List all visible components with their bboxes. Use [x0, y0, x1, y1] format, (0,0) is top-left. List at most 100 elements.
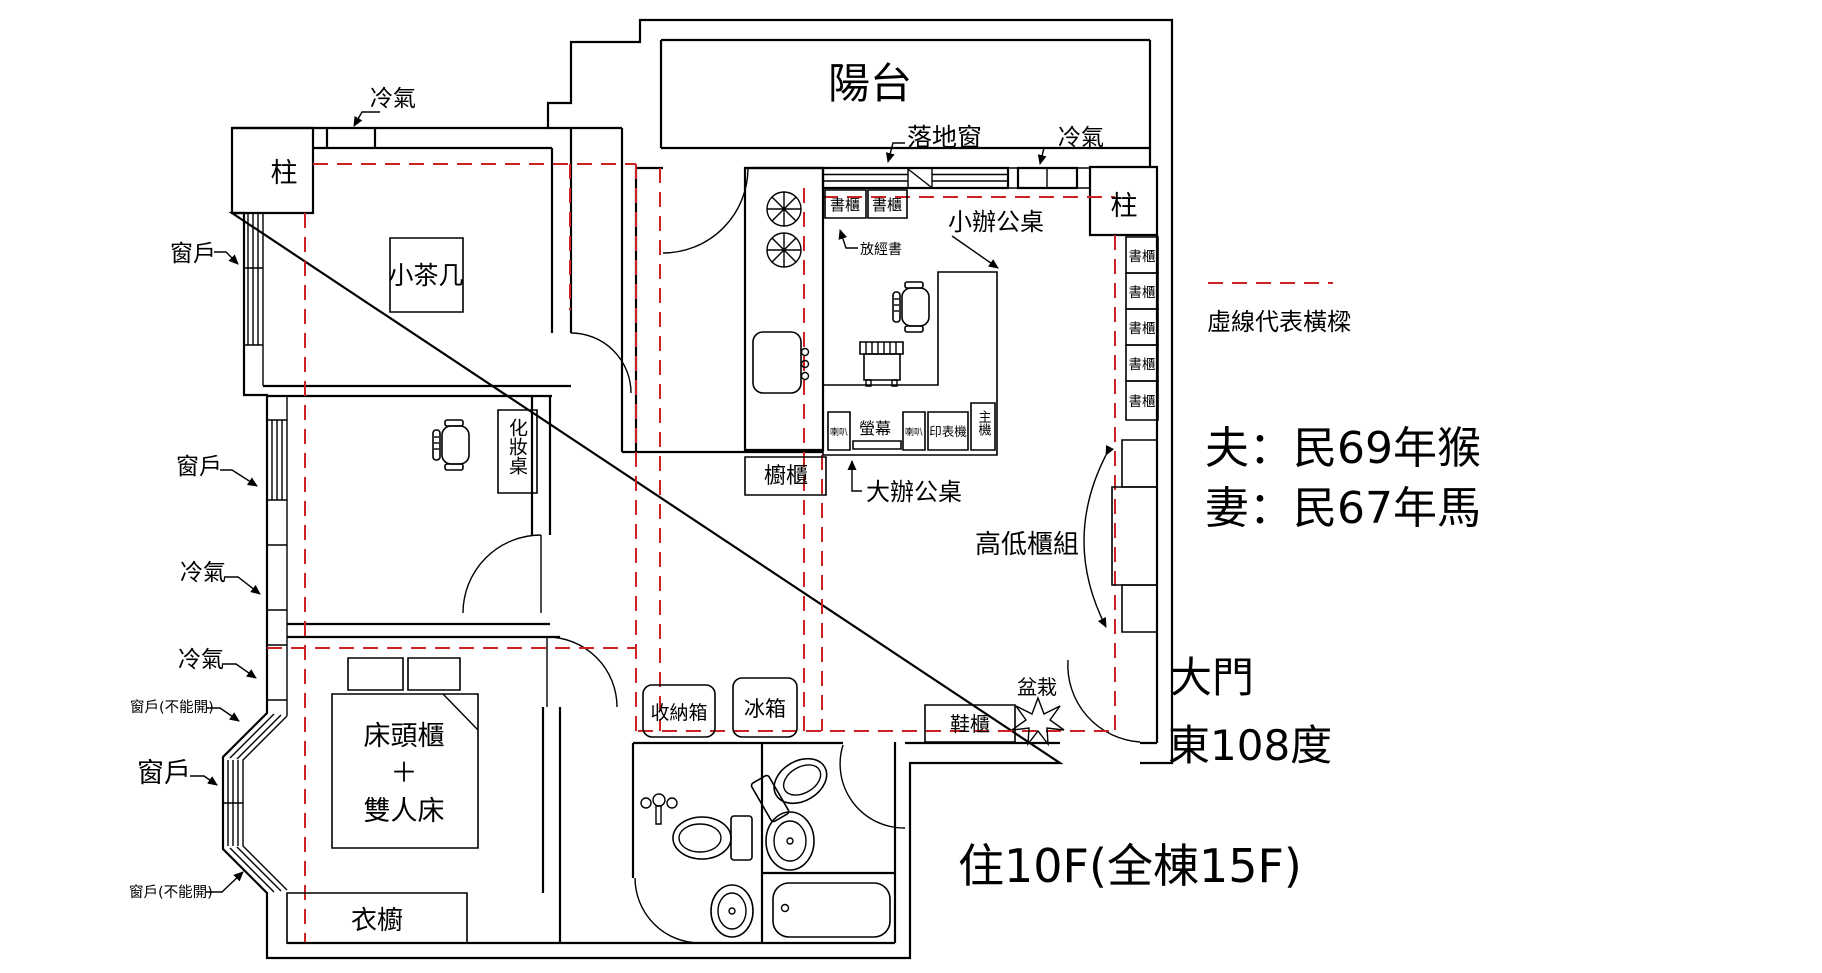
- bookcase-top-1: [825, 190, 866, 218]
- door-living-room: [571, 333, 631, 393]
- hilo-cabinets: [1084, 440, 1157, 632]
- label-bookcase-right-1: 書櫃: [1129, 249, 1157, 265]
- bay-window: [223, 714, 287, 892]
- speaker-box-1: [828, 412, 850, 450]
- label-ac-balcony: 冷氣: [1058, 125, 1104, 151]
- kitchen-sink: [753, 332, 801, 393]
- label-bookcase-right-4: 書櫃: [1129, 357, 1157, 373]
- kitchen: [745, 168, 823, 450]
- floor-window: [823, 168, 1008, 188]
- label-window-top: 窗戶: [170, 241, 216, 267]
- label-bed-3: 雙人床: [364, 796, 445, 827]
- door-kitchen: [663, 168, 748, 253]
- door-bathroom-right: [840, 745, 905, 828]
- faucet-icon: [802, 361, 809, 368]
- column-right: [1090, 167, 1157, 235]
- stool: [860, 342, 903, 386]
- label-monitor: 螢幕: [859, 419, 891, 438]
- beam-lines: [267, 164, 1115, 943]
- legend-beam-note: 虛線代表橫樑: [1207, 308, 1351, 336]
- ac-unit-balcony: [1008, 168, 1090, 188]
- label-shoe-cabinet: 鞋櫃: [950, 712, 990, 736]
- faucet-icon: [802, 349, 809, 356]
- wash-basin: [766, 812, 814, 870]
- label-speaker-2: 喇叭: [905, 426, 923, 438]
- bookcase-right-stack: [1126, 237, 1158, 420]
- label-bookcase-right-2: 書櫃: [1129, 285, 1157, 301]
- label-fridge: 冰箱: [744, 697, 786, 721]
- door-bedroom: [547, 637, 617, 707]
- text-husband: 夫：民69年猴: [1205, 423, 1481, 474]
- label-ac-left-2: 冷氣: [178, 647, 224, 673]
- annotations: 虛線代表橫樑 夫：民69年猴 妻：民67年馬 大門 東108度 住10F(全棟1…: [958, 283, 1481, 893]
- monitor-icon: [853, 441, 901, 449]
- label-window-bottom: 窗戶: [137, 758, 191, 789]
- label-window-mid: 窗戶: [176, 454, 222, 480]
- desk-l-shape: [823, 272, 997, 455]
- label-wardrobe: 衣櫥: [351, 906, 403, 936]
- label-ac-top: 冷氣: [370, 86, 416, 112]
- windows: [223, 168, 1090, 892]
- label-bookcase-top-1: 書櫃: [830, 196, 860, 214]
- column-left: [232, 128, 313, 213]
- bookcase-top-2: [868, 190, 907, 218]
- label-bookcase-right-3: 書櫃: [1129, 321, 1157, 337]
- pillow: [408, 658, 460, 690]
- label-pc-tower: 主機: [976, 410, 992, 436]
- label-makeup-table: 化妝桌: [506, 418, 528, 475]
- cupboard-box: [745, 457, 826, 495]
- office-area: [643, 190, 1158, 744]
- label-bookcase-right-5: 書櫃: [1129, 394, 1157, 410]
- toilet-tank: [750, 774, 789, 822]
- door-room2: [463, 535, 541, 613]
- label-column-left: 柱: [271, 158, 298, 189]
- pillow: [348, 658, 403, 690]
- text-wife: 妻：民67年馬: [1205, 483, 1481, 534]
- label-bookcase-top-2: 書櫃: [872, 196, 902, 214]
- text-door-direction: 東108度: [1168, 721, 1332, 770]
- leader-lines: [190, 112, 1056, 892]
- bathroom-left: [641, 794, 753, 937]
- label-window-fixed-1: 窗戶(不能開): [130, 698, 214, 716]
- label-books-note: 放經書: [860, 242, 902, 258]
- pc-tower-box: [971, 403, 995, 450]
- left-rooms-furniture: [287, 238, 537, 943]
- kitchen-counter: [745, 168, 823, 450]
- tea-table-box: [390, 238, 463, 312]
- label-window-fixed-2: 窗戶(不能開): [129, 883, 213, 901]
- door-bathroom-left: [635, 878, 700, 943]
- toilet-bowl: [673, 817, 731, 859]
- label-floor-window: 落地窗: [907, 123, 982, 152]
- potted-plant-icon: [1012, 698, 1064, 744]
- wardrobe-box: [287, 893, 467, 943]
- label-cupboard: 櫥櫃: [764, 464, 808, 489]
- speaker-box-2: [903, 412, 925, 450]
- text-main-door: 大門: [1170, 653, 1254, 702]
- label-column-right: 柱: [1111, 191, 1138, 222]
- bathtub-drain: [782, 905, 789, 912]
- label-balcony: 陽台: [828, 59, 912, 108]
- bathrooms: [641, 748, 890, 937]
- text-floor-info: 住10F(全棟15F): [958, 839, 1302, 893]
- doors: [463, 168, 1140, 943]
- makeup-table-box: [498, 410, 537, 493]
- label-storage-box: 收納箱: [650, 702, 707, 724]
- shoe-cabinet-box: [925, 705, 1015, 742]
- toilet-tank: [731, 816, 752, 860]
- window-room2: [267, 420, 287, 700]
- faucet-icon: [802, 373, 809, 380]
- label-small-desk: 小辦公桌: [948, 208, 1044, 236]
- label-hilo-cabinets: 高低櫃組: [975, 530, 1079, 560]
- storage-box: [643, 685, 715, 737]
- printer-box: [928, 412, 968, 450]
- text-labels: 陽台 冷氣 冷氣 冷氣 冷氣 柱 柱 窗戶 窗戶 窗戶 窗戶(不能開) 窗戶(不…: [129, 59, 1156, 936]
- label-big-desk: 大辦公桌: [866, 478, 962, 506]
- label-speaker-1: 喇叭: [830, 426, 848, 438]
- wash-basin: [711, 885, 753, 937]
- label-ac-left-1: 冷氣: [180, 560, 226, 586]
- label-bed-1: 床頭櫃: [364, 721, 445, 752]
- door-main-entry: [1068, 660, 1140, 742]
- label-bed-2: ＋: [391, 758, 418, 789]
